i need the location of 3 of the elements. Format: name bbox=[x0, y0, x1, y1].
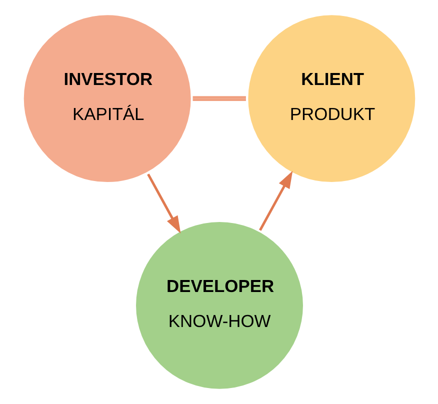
arrow bbox=[146, 174, 180, 234]
arrow bbox=[258, 170, 292, 231]
connector bbox=[192, 96, 246, 102]
